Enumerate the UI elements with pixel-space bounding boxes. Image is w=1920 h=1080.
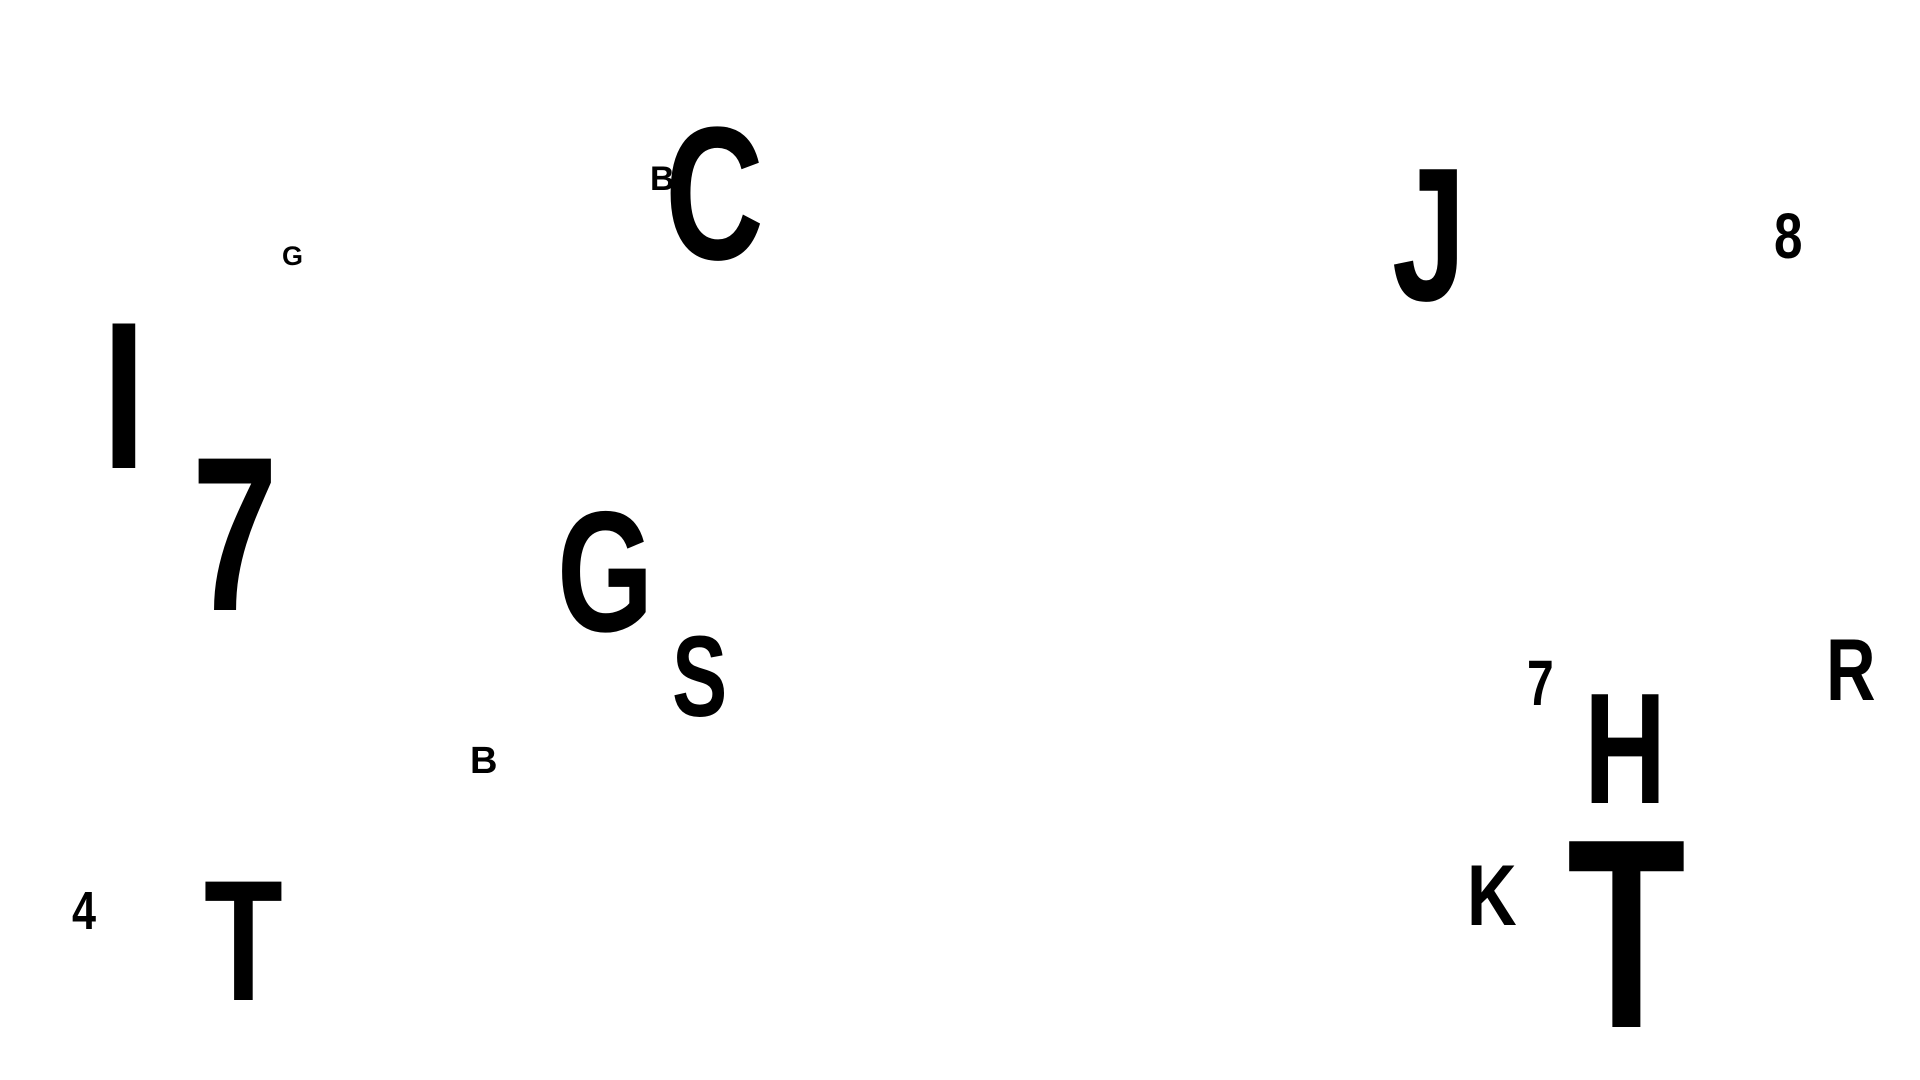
glyph-4: 4 (72, 881, 97, 941)
glyph-k: K (1467, 848, 1517, 944)
glyph-t-large: T (1567, 784, 1686, 1080)
glyph-s: S (672, 613, 728, 741)
glyph-b-small-lower: B (470, 740, 498, 782)
glyph-j-large: J (1392, 129, 1466, 341)
glyph-r: R (1826, 620, 1876, 719)
glyph-8: 8 (1774, 200, 1803, 272)
glyph-7-large: 7 (192, 411, 278, 657)
glyph-t-left: T (204, 845, 283, 1037)
glyph-h: H (1584, 661, 1667, 837)
glyph-g-tiny: G (282, 241, 304, 271)
glyph-g-large: G (557, 476, 654, 668)
glyph-i-tall: I (102, 278, 146, 513)
glyph-b-small-top: B (650, 160, 675, 198)
glyph-7-small: 7 (1527, 647, 1554, 719)
glyph-c-large: C (665, 88, 764, 300)
